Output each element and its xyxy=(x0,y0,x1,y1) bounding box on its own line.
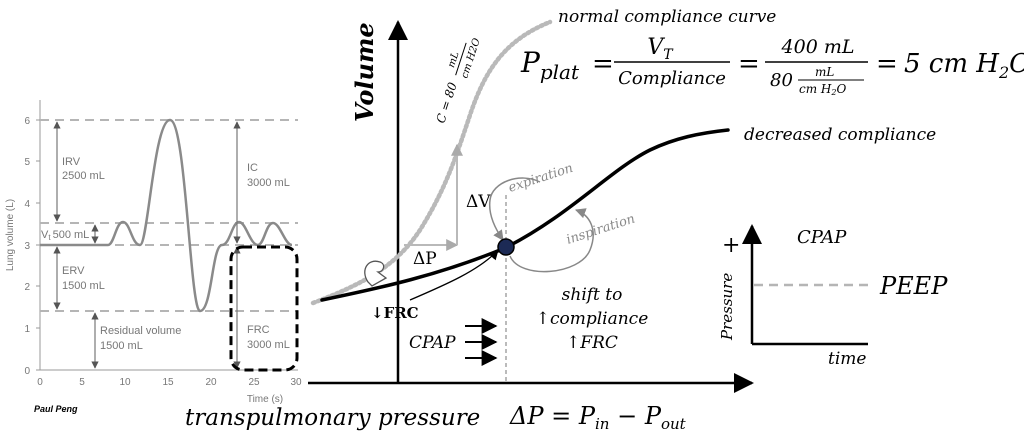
inset-y-label: Pressure xyxy=(718,273,736,341)
equals-2: = xyxy=(738,49,760,79)
expiration-arrow xyxy=(488,177,541,241)
x-tick: 30 xyxy=(290,377,302,388)
value-den-80: 80 xyxy=(770,70,793,91)
delta-p-equation: ΔP = Pin − Pout xyxy=(509,402,687,433)
cpap-arrows-label: CPAP xyxy=(409,333,456,353)
irv-label: IRV xyxy=(62,156,81,168)
curved-arrow-icon xyxy=(364,260,388,287)
inset-x-label: time xyxy=(828,349,866,369)
equals-1: = xyxy=(592,49,614,79)
value-numerator: 400 mL xyxy=(781,36,855,58)
shift-line-1: shift to xyxy=(562,285,623,305)
x-tick: 10 xyxy=(119,377,131,388)
volume-axis-label: Volume xyxy=(350,22,379,122)
x-tick: 25 xyxy=(248,377,260,388)
delta-p-label: ΔP xyxy=(413,249,437,269)
y-tick: 4 xyxy=(24,199,30,210)
peep-label: PEEP xyxy=(879,272,948,300)
erv-value: 1500 mL xyxy=(62,280,105,292)
erv-label: ERV xyxy=(62,265,85,277)
ic-value: 3000 mL xyxy=(247,177,290,189)
shift-line-3: ↑FRC xyxy=(566,333,618,353)
ic-label: IC xyxy=(247,162,258,174)
operating-point xyxy=(497,238,515,256)
frc-label: FRC xyxy=(247,324,270,336)
inset-title: CPAP xyxy=(797,227,847,248)
inspiration-label: inspiration xyxy=(565,212,637,248)
plateau-formula: Pplat = VT Compliance = 400 mL 80 mL cm … xyxy=(520,35,1024,97)
delta-v-label: ΔV xyxy=(466,192,491,212)
compliance-graph: Volume transpulmonary pressure ΔP ΔV C =… xyxy=(185,7,936,433)
inspiration-arrow xyxy=(509,208,594,273)
author-credit: Paul Peng xyxy=(34,404,78,414)
normal-curve-label: normal compliance curve xyxy=(558,7,776,27)
formula-lhs: Pplat xyxy=(520,46,580,84)
cpap-inset: CPAP + Pressure time PEEP xyxy=(718,224,948,369)
lung-y-ticks: 0 1 2 3 4 5 6 xyxy=(24,116,40,377)
lung-volume-graph: 0 1 2 3 4 5 6 Lung volume (L) 0 5 10 15 … xyxy=(5,100,302,414)
decreased-curve-label: decreased compliance xyxy=(744,125,936,145)
equals-3: = xyxy=(876,49,898,79)
inset-plus: + xyxy=(722,233,740,258)
residual-label: Residual volume xyxy=(100,325,181,337)
decreased-compliance-curve xyxy=(320,128,730,302)
vt-numerator: VT xyxy=(647,35,674,63)
irv-value: 2500 mL xyxy=(62,170,105,182)
y-tick: 6 xyxy=(24,116,30,127)
residual-value: 1500 mL xyxy=(100,340,143,352)
lung-measure-arrows xyxy=(53,121,241,369)
x-tick: 20 xyxy=(205,377,217,388)
y-tick: 0 xyxy=(24,366,30,377)
svg-text:C = 80: C = 80 xyxy=(434,80,460,125)
slope-triangle xyxy=(404,143,463,251)
lung-volume-waveform xyxy=(40,118,293,313)
compliance-denominator: Compliance xyxy=(618,68,726,89)
formula-result: 5 cm H2O xyxy=(904,49,1024,82)
svg-text:cm H2O: cm H2O xyxy=(459,37,482,80)
frc-value: 3000 mL xyxy=(247,339,290,351)
y-tick: 1 xyxy=(24,324,30,335)
pressure-axis-label: transpulmonary pressure xyxy=(185,405,480,431)
y-tick: 5 xyxy=(24,157,30,168)
frc-shift-arrow xyxy=(409,249,499,301)
value-den-unit-den: cm H2O xyxy=(799,82,846,97)
expiration-label: expiration xyxy=(507,161,575,196)
x-tick: 0 xyxy=(37,377,43,388)
x-tick: 5 xyxy=(79,377,85,388)
x-tick: 15 xyxy=(162,377,174,388)
cpap-arrows xyxy=(465,318,498,366)
lung-x-ticks: 0 5 10 15 20 25 30 xyxy=(37,377,302,388)
frc-highlight-box xyxy=(229,245,299,372)
y-tick: 2 xyxy=(24,282,30,293)
shift-line-2: ↑compliance xyxy=(536,309,649,329)
svg-text:mL: mL xyxy=(446,50,462,69)
slope-label: C = 80 mL cm H2O xyxy=(434,37,483,125)
frc-down-label: ↓FRC xyxy=(371,304,419,322)
lung-y-axis-label: Lung volume (L) xyxy=(5,199,16,271)
lung-x-axis-label: Time (s) xyxy=(247,394,283,405)
value-den-unit-num: mL xyxy=(815,65,834,79)
y-tick: 3 xyxy=(24,241,30,252)
